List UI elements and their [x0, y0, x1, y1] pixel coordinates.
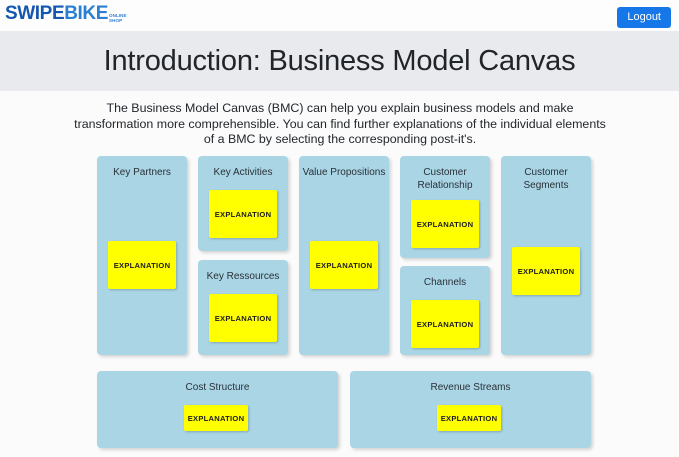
postit-label: EXPLANATION	[517, 266, 575, 276]
bmc-block-key-partners[interactable]: Key Partners EXPLANATION	[97, 156, 187, 355]
logo-subtext: ONLINE SHOP	[109, 13, 127, 23]
logo-text-swipe: SWIPE	[5, 3, 65, 24]
bmc-block-customer-segments[interactable]: Customer Segments EXPLANATION	[501, 156, 591, 355]
postit-key-ressources[interactable]: EXPLANATION	[209, 294, 277, 342]
postit-channels[interactable]: EXPLANATION	[411, 300, 479, 348]
bmc-block-title: Key Partners	[113, 167, 171, 178]
postit-revenue-streams[interactable]: EXPLANATION	[437, 405, 501, 431]
postit-label: EXPLANATION	[440, 413, 498, 423]
bmc-block-channels[interactable]: Channels EXPLANATION	[400, 266, 490, 355]
bmc-block-title: Key Ressources	[206, 271, 280, 282]
postit-label: EXPLANATION	[416, 219, 474, 229]
bmc-block-title: Channels	[423, 277, 467, 288]
logout-button[interactable]: Logout	[617, 7, 671, 28]
bmc-block-key-ressources[interactable]: Key Ressources EXPLANATION	[198, 260, 288, 355]
postit-label: EXPLANATION	[214, 209, 272, 219]
postit-label: EXPLANATION	[315, 260, 373, 270]
bmc-block-title: Key Activities	[213, 167, 273, 178]
postit-value-propositions[interactable]: EXPLANATION	[310, 241, 378, 289]
postit-label: EXPLANATION	[187, 413, 245, 423]
logo-subtext-line2: SHOP	[109, 18, 123, 23]
bmc-block-cost-structure[interactable]: Cost Structure EXPLANATION	[97, 371, 338, 448]
title-band: Introduction: Business Model Canvas	[0, 31, 679, 91]
postit-key-partners[interactable]: EXPLANATION	[108, 241, 176, 289]
logo-text-bike: BIKE	[64, 3, 109, 24]
postit-label: EXPLANATION	[113, 260, 171, 270]
page-title: Introduction: Business Model Canvas	[103, 44, 576, 77]
bmc-block-title: Revenue Streams	[430, 382, 511, 393]
bmc-block-key-activities[interactable]: Key Activities EXPLANATION	[198, 156, 288, 251]
postit-label: EXPLANATION	[214, 313, 272, 323]
postit-key-activities[interactable]: EXPLANATION	[209, 190, 277, 238]
bmc-block-customer-relationship[interactable]: Customer Relationship EXPLANATION	[400, 156, 490, 258]
bmc-block-value-propositions[interactable]: Value Propositions EXPLANATION	[299, 156, 389, 355]
postit-cost-structure[interactable]: EXPLANATION	[184, 405, 248, 431]
bmc-block-revenue-streams[interactable]: Revenue Streams EXPLANATION	[350, 371, 591, 448]
logo-subtext-line1: ONLINE	[109, 13, 127, 18]
postit-label: EXPLANATION	[416, 319, 474, 329]
intro-paragraph: The Business Model Canvas (BMC) can help…	[74, 101, 606, 146]
bmc-block-title: Customer Segments	[523, 167, 569, 191]
postit-customer-segments[interactable]: EXPLANATION	[512, 247, 580, 295]
postit-customer-relationship[interactable]: EXPLANATION	[411, 200, 479, 248]
bmc-block-title: Customer Relationship	[417, 167, 473, 191]
bmc-block-title: Value Propositions	[302, 167, 386, 178]
bmc-block-title: Cost Structure	[185, 382, 250, 393]
